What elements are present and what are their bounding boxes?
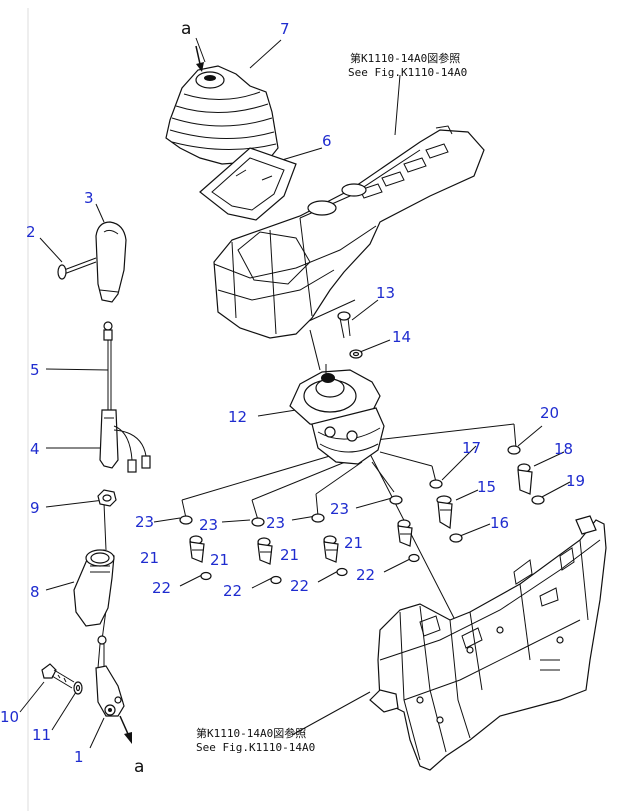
label-1: 1	[74, 748, 84, 766]
marker-a-top: a	[181, 19, 191, 39]
label-19: 19	[566, 472, 585, 490]
label-23b: 23	[199, 516, 218, 534]
label-21b: 21	[210, 551, 229, 569]
label-22b: 22	[223, 582, 242, 600]
boot-part-8	[73, 549, 115, 627]
valve-part-12	[289, 364, 385, 465]
ref-bottom-jp: 第K1110-14A0図参照	[196, 726, 306, 740]
label-11: 11	[32, 726, 51, 744]
label-9: 9	[30, 499, 40, 517]
nut-part-9	[97, 489, 117, 507]
label-16: 16	[490, 514, 509, 532]
label-23: 23	[135, 513, 154, 531]
arrow-a-top	[195, 45, 201, 65]
plug-part-21-d	[397, 519, 413, 547]
plug-part-21-c	[323, 535, 339, 563]
label-21a: 21	[140, 549, 159, 567]
label-2: 2	[26, 223, 36, 241]
label-21c: 21	[280, 546, 299, 564]
plug-part-21-b	[257, 537, 273, 565]
label-6: 6	[322, 132, 332, 150]
label-4: 4	[30, 440, 40, 458]
o-rings	[179, 445, 545, 585]
bracket-frame	[369, 515, 607, 771]
label-14: 14	[392, 328, 411, 346]
bolt-part-13	[337, 311, 351, 339]
bolt-part-10	[41, 663, 75, 689]
ref-bottom-en: See Fig.K1110-14A0	[196, 741, 315, 754]
label-12: 12	[228, 408, 247, 426]
screw-part-2	[57, 257, 97, 280]
washer-part-14	[349, 349, 363, 359]
console-cover	[213, 125, 485, 339]
label-7: 7	[280, 20, 290, 38]
plug-part-21-a	[189, 535, 205, 563]
label-17: 17	[462, 439, 481, 457]
label-20: 20	[540, 404, 559, 422]
marker-a-bottom: a	[134, 757, 144, 777]
label-18: 18	[554, 440, 573, 458]
label-23c: 23	[266, 514, 285, 532]
label-15: 15	[477, 478, 496, 496]
label-3: 3	[84, 189, 94, 207]
part-labels: 23 7 6 3 2 5 4 9 8 10 11 1 13 14 12 20 1…	[0, 20, 585, 766]
label-22c: 22	[290, 577, 309, 595]
plug-part-18	[517, 463, 533, 495]
label-23d: 23	[330, 500, 349, 518]
reference-notes: 第K1110-14A0図参照 See Fig.K1110-14A0 第K1110…	[196, 51, 467, 754]
lever-part-1	[95, 635, 125, 717]
label-21d: 21	[344, 534, 363, 552]
boot-part-7	[165, 65, 279, 165]
label-5: 5	[30, 361, 40, 379]
label-8: 8	[30, 583, 40, 601]
switch-part-4-5	[99, 321, 151, 473]
ref-top-jp: 第K1110-14A0図参照	[350, 51, 460, 65]
label-10: 10	[0, 708, 19, 726]
washer-part-11	[73, 681, 83, 695]
label-22d: 22	[356, 566, 375, 584]
arrow-a-bottom	[119, 715, 129, 735]
label-13: 13	[376, 284, 395, 302]
knob-part-3	[95, 221, 127, 303]
plug-part-15	[436, 495, 453, 530]
plate-part-6	[199, 147, 297, 221]
ref-top-en: See Fig.K1110-14A0	[348, 66, 467, 79]
label-22a: 22	[152, 579, 171, 597]
